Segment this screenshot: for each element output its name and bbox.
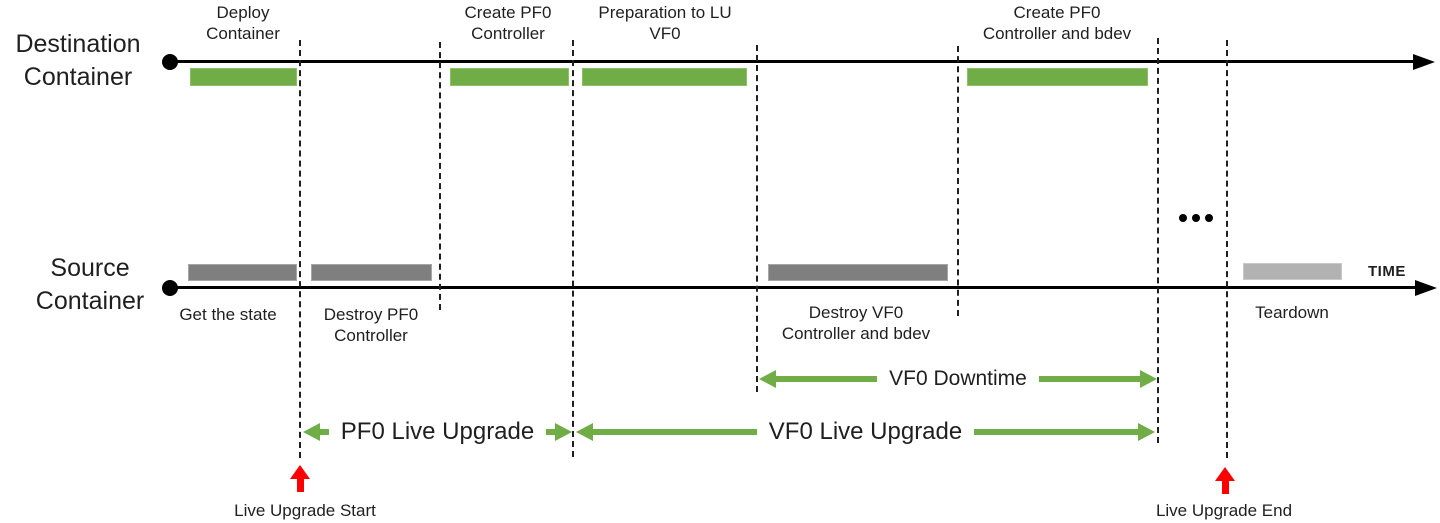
phase-divider-line-3 — [572, 40, 574, 457]
preparation-to-lu-vf0-bar — [582, 68, 747, 86]
live-upgrade-start-label: Live Upgrade Start — [234, 501, 376, 520]
teardown-bar — [1243, 263, 1342, 280]
deploy-container-bar — [190, 68, 297, 86]
arrow-shaft — [320, 428, 329, 435]
vf0-live-upgrade-span: VF0 Live Upgrade — [576, 417, 1156, 445]
pf0-live-upgrade-label: PF0 Live Upgrade — [340, 417, 535, 445]
arrow-right-icon — [1138, 422, 1156, 441]
arrow-shaft — [546, 428, 556, 435]
create-pf0-controller-bar — [450, 68, 569, 86]
arrow-right-icon — [555, 422, 573, 441]
destroy-vf0-controller-and-bdev-bar — [768, 264, 948, 281]
live-upgrade-start-arrow-icon — [290, 465, 310, 492]
time-axis-label: TIME — [1368, 263, 1406, 280]
source-timeline-axis — [170, 286, 1417, 289]
red-arrow-head — [1215, 467, 1235, 481]
arrow-shaft — [1038, 376, 1140, 382]
destination-timeline-arrowhead-icon — [1413, 54, 1435, 70]
phase-divider-line-1 — [299, 40, 301, 458]
phase-divider-line-5 — [957, 46, 959, 316]
arrow-shaft — [593, 428, 757, 435]
preparation-to-lu-vf0-label: Preparation to LU VF0 — [598, 3, 732, 44]
get-the-state-bar — [188, 264, 297, 281]
live-upgrade-end-label: Live Upgrade End — [1155, 501, 1293, 520]
timeline-continuation-ellipsis — [1179, 214, 1213, 222]
phase-divider-line-6 — [1157, 38, 1159, 443]
destination-timeline-axis — [170, 60, 1415, 63]
vf0-downtime-label: VF0 Downtime — [889, 367, 1027, 390]
ellipsis-dot — [1192, 214, 1200, 222]
red-arrow-stem — [1221, 481, 1229, 494]
get-the-state-label: Get the state — [179, 305, 277, 324]
arrow-left-icon — [303, 422, 320, 441]
phase-divider-line-7 — [1226, 40, 1228, 458]
arrow-shaft — [776, 376, 878, 382]
phase-divider-line-2 — [439, 42, 441, 310]
source-timeline-arrowhead-icon — [1415, 280, 1437, 296]
arrow-right-icon — [1140, 370, 1157, 388]
deploy-container-label: Deploy Container — [206, 3, 280, 44]
destroy-pf0-controller-bar — [311, 264, 432, 281]
arrow-left-icon — [759, 370, 776, 388]
red-arrow-head — [290, 465, 310, 479]
teardown-label: Teardown — [1255, 303, 1329, 322]
red-arrow-stem — [296, 479, 304, 492]
create-pf0-controller-and-bdev-label: Create PF0 Controller and bdev — [982, 3, 1132, 44]
arrow-left-icon — [576, 422, 593, 441]
ellipsis-dot — [1205, 214, 1213, 222]
source-container-row-label: Source Container — [35, 254, 145, 315]
create-pf0-controller-label: Create PF0 Controller — [464, 3, 552, 44]
ellipsis-dot — [1179, 214, 1187, 222]
vf0-downtime-span: VF0 Downtime — [759, 367, 1157, 390]
live-upgrade-end-arrow-icon — [1215, 467, 1235, 494]
phase-divider-line-4 — [756, 45, 758, 392]
destroy-pf0-controller-label: Destroy PF0 Controller — [323, 305, 419, 346]
destroy-vf0-controller-and-bdev-label: Destroy VF0 Controller and bdev — [781, 303, 931, 344]
arrow-shaft — [974, 428, 1139, 435]
pf0-live-upgrade-span: PF0 Live Upgrade — [303, 417, 573, 445]
create-pf0-controller-and-bdev-bar — [967, 68, 1148, 86]
vf0-live-upgrade-label: VF0 Live Upgrade — [768, 417, 963, 445]
destination-container-row-label: Destination Container — [15, 30, 141, 91]
